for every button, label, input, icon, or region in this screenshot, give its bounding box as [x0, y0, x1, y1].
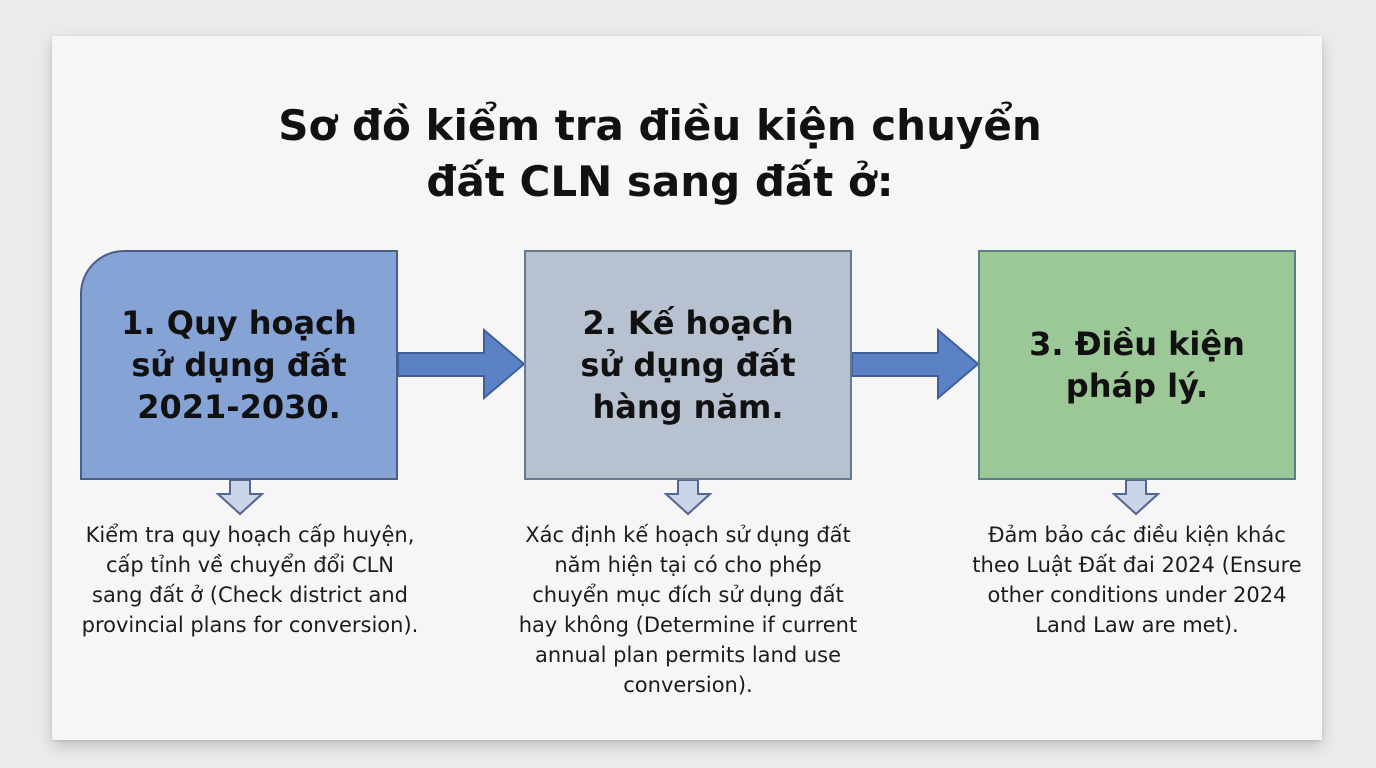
diagram-title: Sơ đồ kiểm tra điều kiện chuyển đất CLN … — [0, 98, 1320, 210]
step-1-box: 1. Quy hoạch sử dụng đất 2021-2030. — [80, 250, 398, 480]
step-2-box: 2. Kế hoạch sử dụng đất hàng năm. — [524, 250, 852, 480]
step-3-box: 3. Điều kiện pháp lý. — [978, 250, 1296, 480]
step-1-label: 1. Quy hoạch sử dụng đất 2021-2030. — [121, 304, 357, 426]
step-3-label: 3. Điều kiện pháp lý. — [1029, 325, 1245, 405]
title-line-1: Sơ đồ kiểm tra điều kiện chuyển — [278, 101, 1042, 150]
title-line-2: đất CLN sang đất ở: — [426, 157, 894, 206]
step-2-description: Xác định kế hoạch sử dụng đất năm hiện t… — [518, 523, 858, 697]
step-3-description: Đảm bảo các điều kiện khác theo Luật Đất… — [972, 523, 1302, 637]
step-1-description: Kiểm tra quy hoạch cấp huyện, cấp tỉnh v… — [81, 523, 419, 637]
step-2-label: 2. Kế hoạch sử dụng đất hàng năm. — [580, 304, 796, 426]
